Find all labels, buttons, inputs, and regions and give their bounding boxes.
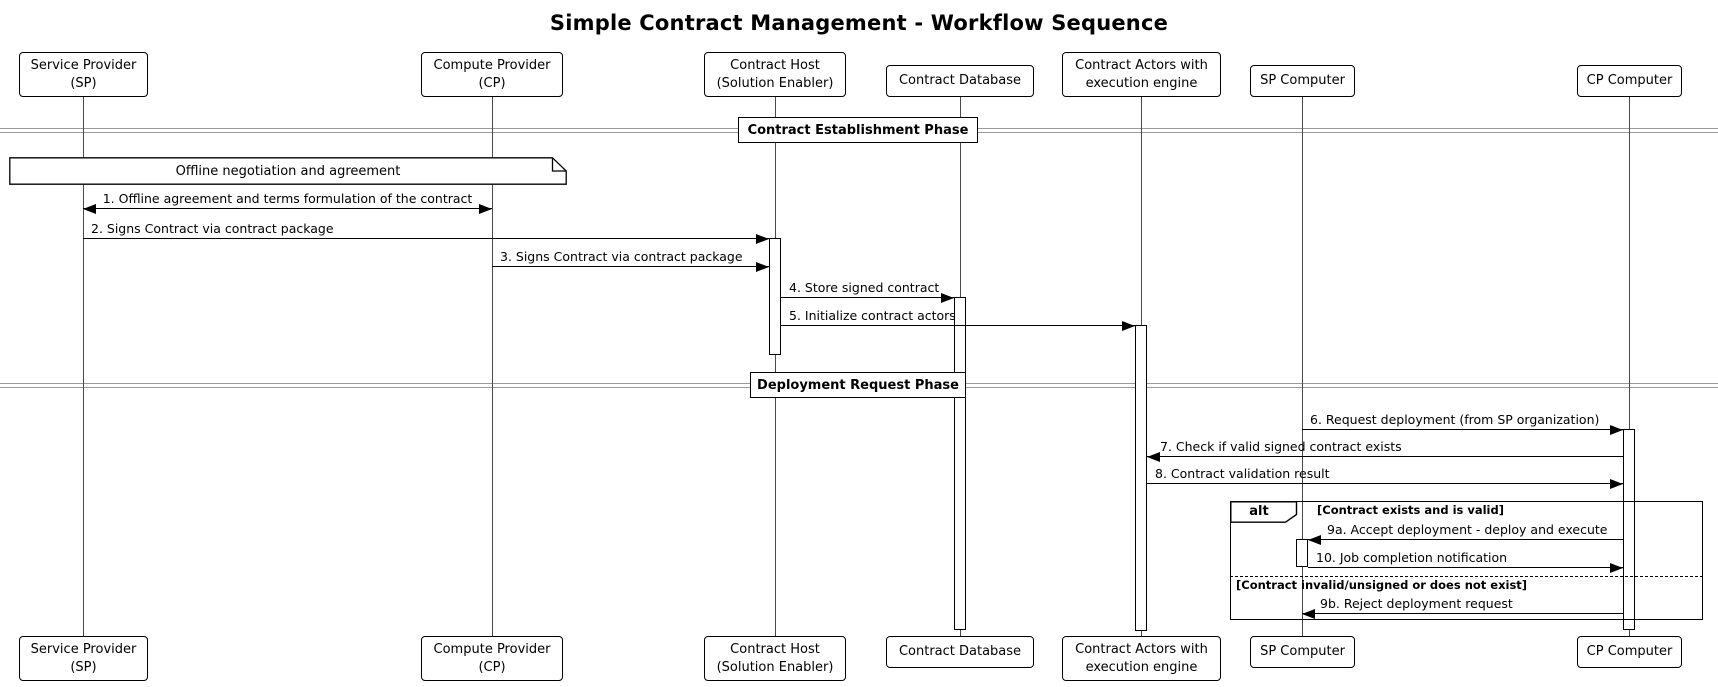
alt-frame bbox=[1230, 501, 1703, 620]
message-9a-arrowhead bbox=[1308, 535, 1321, 545]
message-9a-label: 9a. Accept deployment - deploy and execu… bbox=[1327, 522, 1608, 537]
lifeline-compute-provider bbox=[492, 97, 493, 636]
message-4-label: 4. Store signed contract bbox=[789, 280, 940, 295]
message-7-line bbox=[1147, 456, 1623, 458]
activation-sp-computer bbox=[1296, 539, 1308, 567]
participant-top-contract-actors: Contract Actors with execution engine bbox=[1062, 52, 1221, 97]
lifeline-cp-computer bbox=[1629, 97, 1630, 636]
activation-contract-host bbox=[769, 238, 781, 355]
message-10-label: 10. Job completion notification bbox=[1316, 550, 1508, 565]
participant-top-contract-database: Contract Database bbox=[886, 65, 1034, 97]
message-7-label: 7. Check if valid signed contract exists bbox=[1160, 439, 1402, 454]
message-9b-line bbox=[1302, 613, 1623, 615]
participant-bottom-cp-computer: CP Computer bbox=[1577, 636, 1682, 668]
alt-else-divider bbox=[1230, 576, 1703, 577]
alt-guard-valid: [Contract exists and is valid] bbox=[1317, 503, 1504, 517]
message-5-label: 5. Initialize contract actors bbox=[789, 308, 956, 323]
message-2-line bbox=[83, 238, 769, 240]
message-8-label: 8. Contract validation result bbox=[1155, 466, 1330, 481]
message-2-arrowhead bbox=[756, 234, 769, 244]
alt-operator-pentagon bbox=[1230, 501, 1298, 527]
message-9a-line bbox=[1308, 539, 1623, 541]
participant-bottom-contract-actors: Contract Actors with execution engine bbox=[1062, 636, 1221, 681]
message-4-line bbox=[781, 297, 954, 299]
phase-divider-contract-establishment: Contract Establishment Phase bbox=[738, 117, 978, 143]
activation-contract-actors bbox=[1135, 325, 1147, 631]
message-3-label: 3. Signs Contract via contract package bbox=[500, 249, 743, 264]
alt-operator-label: alt bbox=[1249, 504, 1269, 519]
activation-contract-database bbox=[954, 297, 966, 630]
note-offline-negotiation: Offline negotiation and agreement bbox=[9, 157, 567, 185]
phase-divider-deployment-request: Deployment Request Phase bbox=[750, 372, 966, 398]
diagram-title: Simple Contract Management - Workflow Se… bbox=[549, 11, 1169, 35]
message-10-line bbox=[1308, 567, 1623, 569]
lifeline-contract-host bbox=[775, 97, 776, 636]
participant-top-service-provider: Service Provider (SP) bbox=[19, 52, 148, 97]
message-3-line bbox=[492, 266, 769, 268]
message-1-arrowhead-left bbox=[83, 204, 96, 214]
activation-cp-computer bbox=[1623, 429, 1635, 630]
participant-top-compute-provider: Compute Provider (CP) bbox=[421, 52, 563, 97]
participant-top-cp-computer: CP Computer bbox=[1577, 65, 1682, 97]
participant-top-contract-host: Contract Host (Solution Enabler) bbox=[704, 52, 846, 97]
message-10-arrowhead bbox=[1610, 563, 1623, 573]
message-1-label: 1. Offline agreement and terms formulati… bbox=[102, 191, 473, 206]
participant-bottom-compute-provider: Compute Provider (CP) bbox=[421, 636, 563, 681]
message-5-arrowhead bbox=[1122, 321, 1135, 331]
message-1-line bbox=[83, 208, 492, 210]
message-6-arrowhead bbox=[1610, 425, 1623, 435]
participant-bottom-sp-computer: SP Computer bbox=[1250, 636, 1355, 668]
message-1-arrowhead-right bbox=[479, 204, 492, 214]
message-6-label: 6. Request deployment (from SP organizat… bbox=[1310, 412, 1600, 427]
lifeline-sp-computer bbox=[1302, 97, 1303, 636]
message-5-line bbox=[781, 325, 1135, 327]
participant-bottom-contract-host: Contract Host (Solution Enabler) bbox=[704, 636, 846, 681]
message-2-label: 2. Signs Contract via contract package bbox=[91, 221, 334, 236]
message-6-line bbox=[1302, 429, 1623, 431]
message-8-arrowhead bbox=[1610, 479, 1623, 489]
message-3-arrowhead bbox=[756, 262, 769, 272]
message-9b-arrowhead bbox=[1302, 609, 1315, 619]
message-8-line bbox=[1147, 483, 1623, 485]
participant-top-sp-computer: SP Computer bbox=[1250, 65, 1355, 97]
participant-bottom-service-provider: Service Provider (SP) bbox=[19, 636, 148, 681]
message-4-arrowhead bbox=[941, 293, 954, 303]
note-text: Offline negotiation and agreement bbox=[175, 163, 401, 179]
lifeline-service-provider bbox=[83, 97, 84, 636]
message-9b-label: 9b. Reject deployment request bbox=[1320, 596, 1513, 611]
participant-bottom-contract-database: Contract Database bbox=[886, 636, 1034, 668]
alt-guard-invalid: [Contract invalid/unsigned or does not e… bbox=[1236, 578, 1528, 592]
message-7-arrowhead bbox=[1147, 452, 1160, 462]
note-shape bbox=[9, 157, 567, 185]
